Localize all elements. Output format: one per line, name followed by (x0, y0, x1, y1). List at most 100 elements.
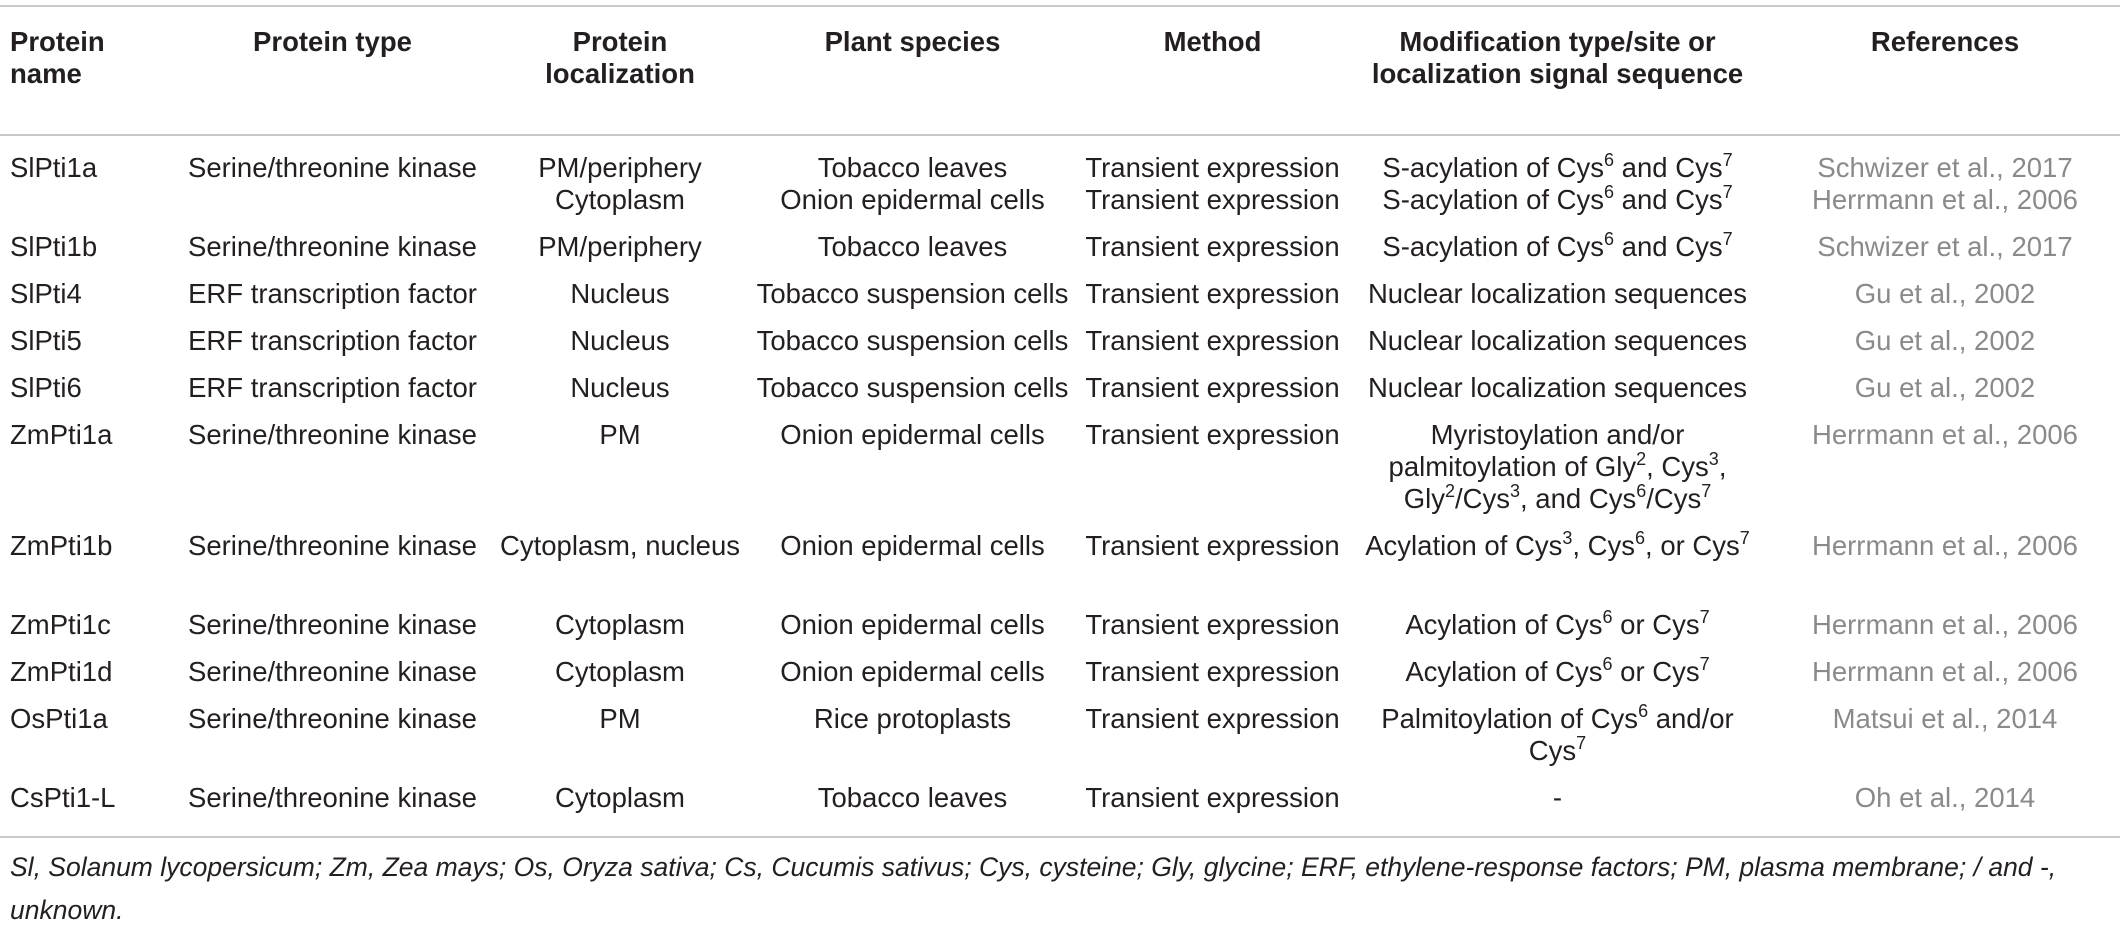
table-row: OsPti1a Serine/threonine kinase PM Rice pro… (0, 702, 2120, 782)
cell-modification: S-acylation of Cys6 and Cys7 (1382, 150, 1733, 183)
cell-protein-localization: Nucleus (570, 372, 670, 403)
header-method: Method (1163, 26, 1262, 57)
cell-protein-type (170, 184, 495, 231)
cell-modification: Nuclear localization sequences (1367, 372, 1748, 403)
cell-protein-type: Serine/threonine kinase (188, 152, 477, 183)
cell-plant-species: Tobacco leaves (817, 782, 1008, 813)
cell-modification: Nuclear localization sequences (1367, 325, 1748, 356)
table-row: Cytoplasm Onion epidermal cells Transient … (0, 182, 2120, 231)
cell-protein-name: SlPti6 (10, 372, 82, 403)
cell-plant-species: Onion epidermal cells (780, 609, 1045, 640)
cell-method: Transient expression (1085, 231, 1340, 262)
cell-plant-species: Tobacco leaves (817, 231, 1008, 262)
cell-protein-name: SlPti5 (10, 325, 82, 356)
protein-localization-table: Protein name Protein type Protein locali… (0, 5, 2120, 932)
cell-protein-localization: PM (599, 703, 641, 734)
footnote-row: Sl, Solanum lycopersicum; Zm, Zea mays; … (0, 837, 2120, 932)
cell-plant-species: Onion epidermal cells (780, 419, 1045, 450)
cell-protein-name: CsPti1-L (10, 782, 116, 813)
footnote: Sl, Solanum lycopersicum; Zm, Zea mays; … (10, 852, 2057, 925)
cell-reference: Gu et al., 2002 (1854, 278, 2036, 309)
table-row: SlPti4 ERF transcription factor Nucleus Tob… (0, 278, 2120, 325)
table-row: CsPti1-L Serine/threonine kinase Cytoplasm… (0, 782, 2120, 837)
cell-protein-type: Serine/threonine kinase (188, 609, 477, 640)
cell-protein-name (0, 184, 170, 231)
cell-protein-localization: Cytoplasm (555, 782, 685, 813)
cell-protein-name: OsPti1a (10, 703, 108, 734)
cell-protein-localization: Cytoplasm (555, 609, 685, 640)
cell-protein-type: Serine/threonine kinase (188, 530, 477, 561)
cell-protein-type: Serine/threonine kinase (188, 782, 477, 813)
cell-plant-species: Tobacco suspension cells (756, 372, 1069, 403)
cell-reference: Schwizer et al., 2017 (1817, 152, 2073, 183)
cell-protein-localization: Cytoplasm (555, 184, 685, 215)
cell-protein-type: Serine/threonine kinase (188, 703, 477, 734)
cell-method: Transient expression (1085, 184, 1340, 215)
cell-plant-species: Tobacco suspension cells (756, 325, 1069, 356)
cell-method: Transient expression (1085, 278, 1340, 309)
cell-reference: Herrmann et al., 2006 (1812, 609, 2078, 640)
cell-modification: - (1552, 782, 1563, 813)
cell-method: Transient expression (1085, 530, 1340, 561)
cell-plant-species: Onion epidermal cells (780, 184, 1045, 215)
cell-method: Transient expression (1085, 782, 1340, 813)
cell-protein-localization: PM (599, 419, 641, 450)
cell-plant-species: Tobacco suspension cells (756, 278, 1069, 309)
cell-method: Transient expression (1085, 703, 1340, 734)
cell-reference: Herrmann et al., 2006 (1812, 184, 2078, 215)
header-row: Protein name Protein type Protein locali… (0, 6, 2120, 135)
header-modification: Modification type/site or localization s… (1371, 26, 1744, 89)
cell-method: Transient expression (1085, 372, 1340, 403)
cell-plant-species: Rice protoplasts (813, 703, 1012, 734)
table-footer: Sl, Solanum lycopersicum; Zm, Zea mays; … (0, 837, 2120, 932)
cell-method: Transient expression (1085, 152, 1340, 183)
cell-protein-type: Serine/threonine kinase (188, 656, 477, 687)
cell-protein-name: ZmPti1a (10, 419, 113, 450)
cell-modification: Nuclear localization sequences (1367, 278, 1748, 309)
cell-protein-name: SlPti4 (10, 278, 82, 309)
cell-protein-type: Serine/threonine kinase (188, 419, 477, 450)
table-row: SlPti5 ERF transcription factor Nucleus Tob… (0, 325, 2120, 372)
cell-protein-localization: PM/periphery (538, 152, 702, 183)
table-row: SlPti1b Serine/threonine kinase PM/periphe… (0, 229, 2120, 278)
cell-modification: S-acylation of Cys6 and Cys7 (1382, 229, 1733, 262)
cell-protein-localization: Cytoplasm (555, 656, 685, 687)
cell-protein-type: ERF transcription factor (188, 278, 477, 309)
cell-protein-type: ERF transcription factor (188, 372, 477, 403)
cell-method: Transient expression (1085, 656, 1340, 687)
cell-protein-name: SlPti1b (10, 231, 98, 262)
cell-modification: Acylation of Cys3, Cys6, or Cys7 (1365, 528, 1750, 561)
cell-reference: Gu et al., 2002 (1854, 325, 2036, 356)
cell-reference: Matsui et al., 2014 (1832, 703, 2058, 734)
cell-reference: Gu et al., 2002 (1854, 372, 2036, 403)
header-protein-localization: Protein localization (545, 26, 695, 89)
cell-protein-type: Serine/threonine kinase (188, 231, 477, 262)
cell-protein-localization: Nucleus (570, 278, 670, 309)
cell-protein-localization: Cytoplasm, nucleus (500, 530, 740, 561)
cell-method: Transient expression (1085, 325, 1340, 356)
cell-method: Transient expression (1085, 419, 1340, 450)
cell-reference: Schwizer et al., 2017 (1817, 231, 2073, 262)
cell-protein-name: ZmPti1b (10, 530, 113, 561)
cell-protein-localization: PM/periphery (538, 231, 702, 262)
cell-modification: Acylation of Cys6 or Cys7 (1405, 654, 1710, 687)
cell-protein-name: ZmPti1d (10, 656, 113, 687)
cell-plant-species: Onion epidermal cells (780, 656, 1045, 687)
cell-reference: Oh et al., 2014 (1854, 782, 2036, 813)
cell-modification: Myristoylation and/or palmitoylation of … (1388, 419, 1727, 514)
table-row: SlPti6 ERF transcription factor Nucleus Tob… (0, 372, 2120, 419)
cell-reference: Herrmann et al., 2006 (1812, 656, 2078, 687)
header-protein-name: Protein name (10, 26, 105, 89)
cell-protein-type: ERF transcription factor (188, 325, 477, 356)
cell-protein-localization: Nucleus (570, 325, 670, 356)
cell-plant-species: Onion epidermal cells (780, 530, 1045, 561)
cell-modification: Acylation of Cys6 or Cys7 (1405, 607, 1710, 640)
cell-modification: S-acylation of Cys6 and Cys7 (1382, 182, 1733, 215)
cell-reference: Herrmann et al., 2006 (1812, 530, 2078, 561)
cell-plant-species: Tobacco leaves (817, 152, 1008, 183)
cell-reference: Herrmann et al., 2006 (1812, 419, 2078, 450)
